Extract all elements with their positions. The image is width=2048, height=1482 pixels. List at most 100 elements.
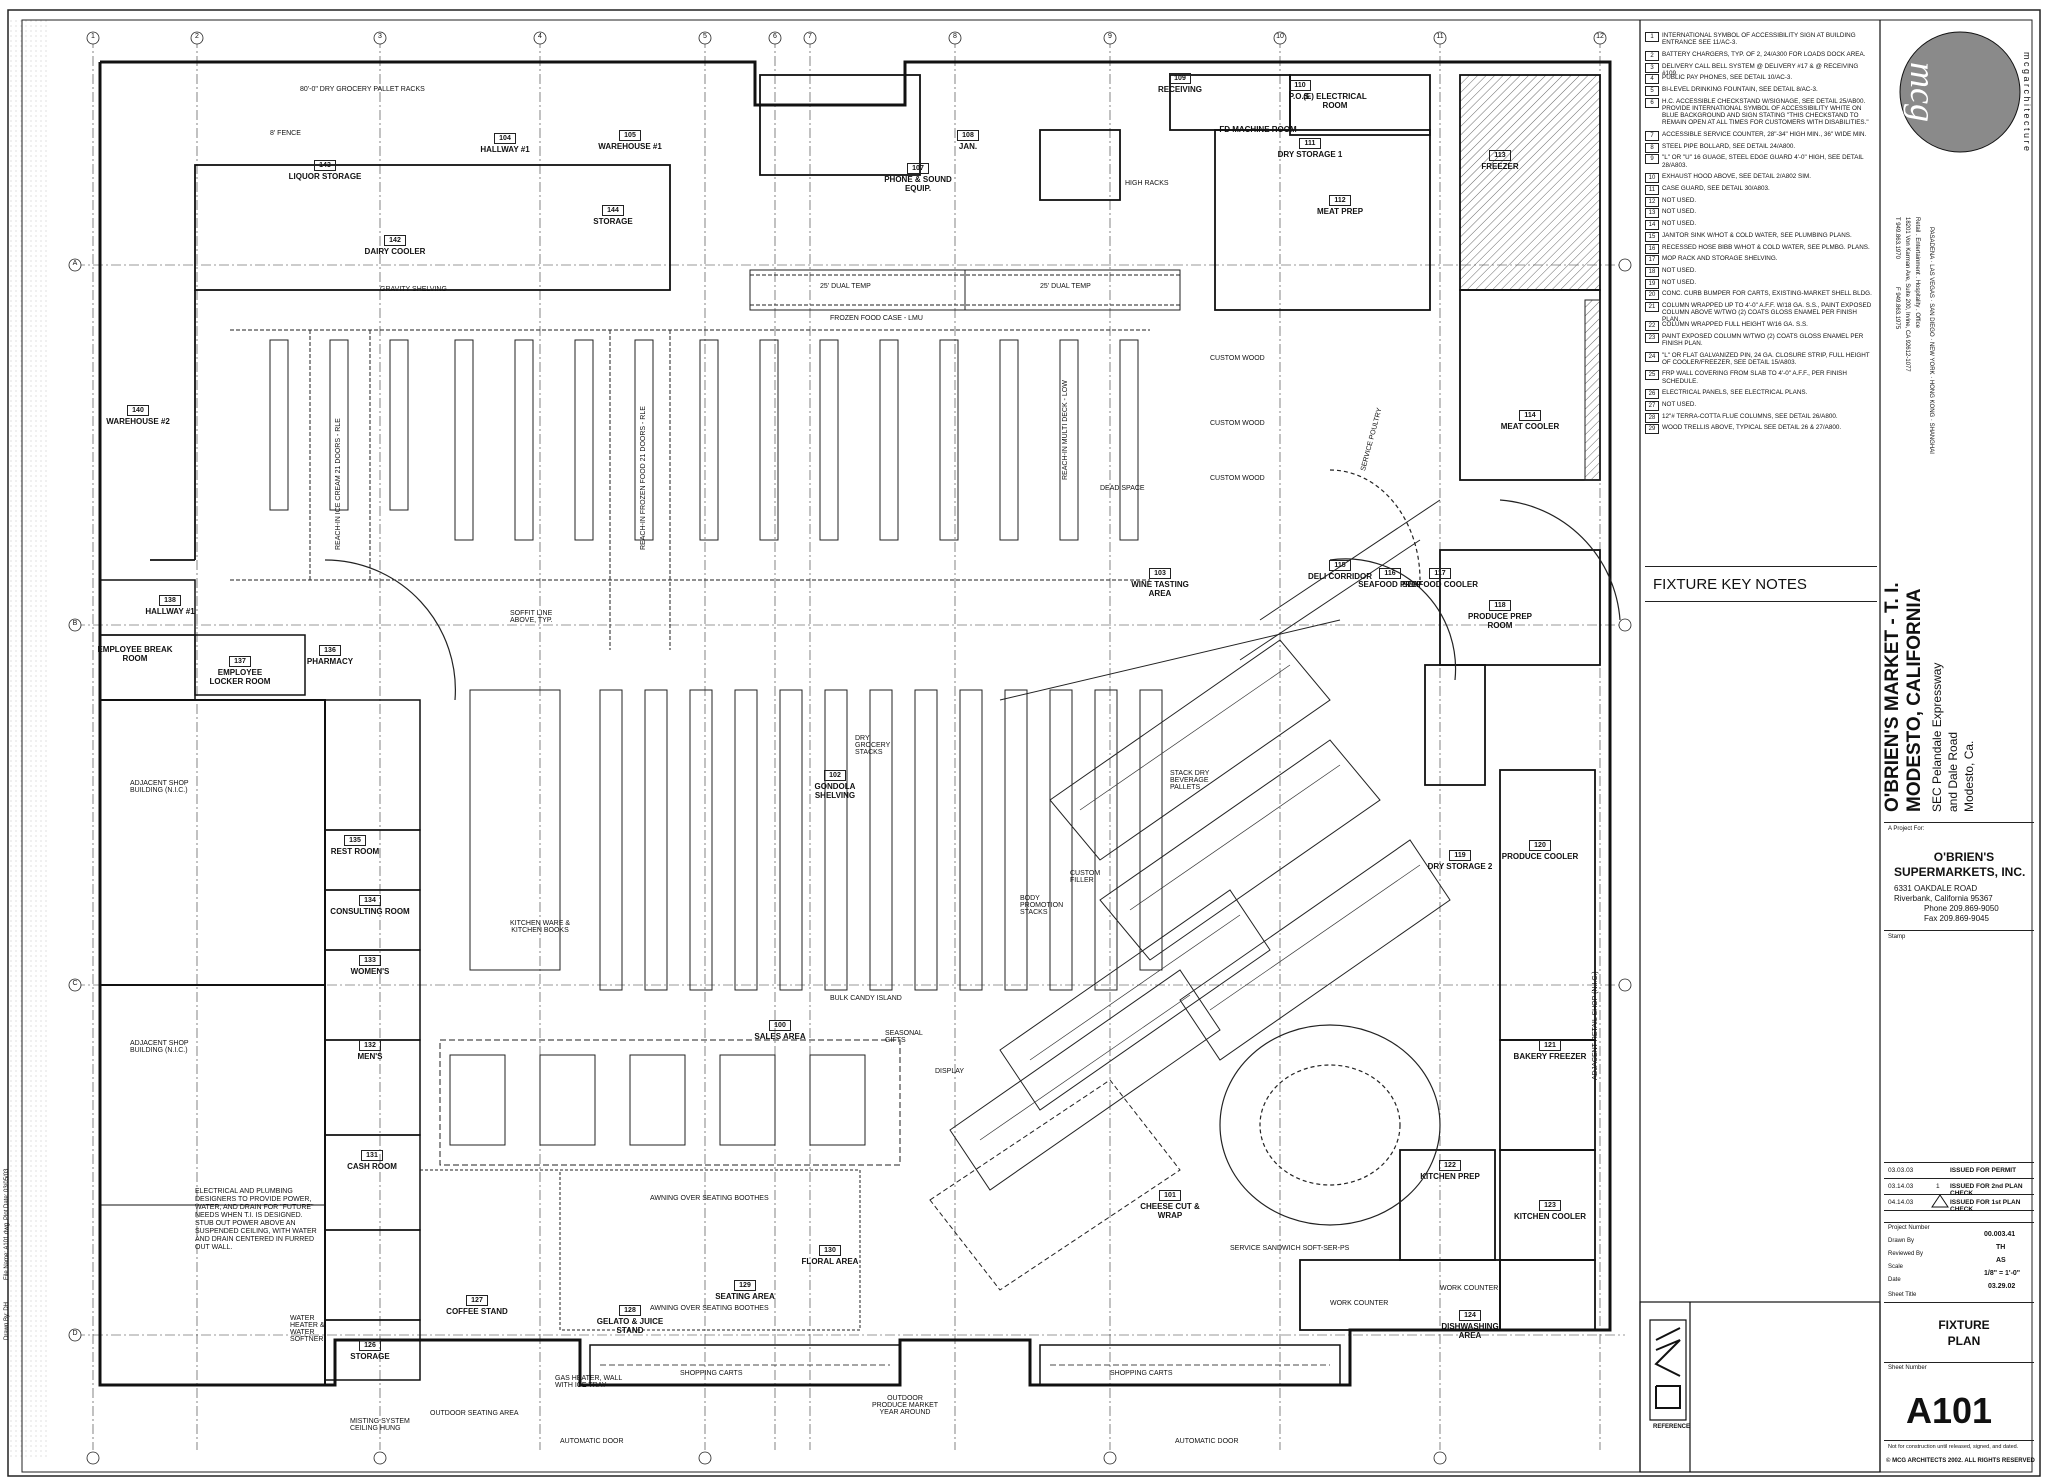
room-name: DRY STORAGE 1 bbox=[1277, 150, 1343, 159]
sheet-title-label: Sheet Title bbox=[1888, 1292, 1917, 1298]
room-number: 114 bbox=[1519, 410, 1541, 421]
grid-label-top: 1 bbox=[91, 33, 95, 40]
grid-label-side: C bbox=[72, 980, 78, 987]
north-arrow-icon bbox=[1649, 1319, 1687, 1421]
plan-label-adjacent-shop-1: ADJACENT SHOP BUILDING (N.I.C.) bbox=[130, 780, 189, 794]
client-name-1: O'BRIEN'S bbox=[1933, 850, 1995, 864]
plan-label-dual-temp-1: 25' DUAL TEMP bbox=[820, 283, 871, 290]
key-note-text: RECESSED HOSE BIBB W/HOT & COLD WATER, S… bbox=[1662, 243, 1870, 251]
room-name: HALLWAY #1 bbox=[480, 145, 530, 154]
key-note-number: 17 bbox=[1645, 255, 1659, 266]
key-note-text: CASE GUARD, SEE DETAIL 30/A803. bbox=[1662, 185, 1770, 192]
key-note-text: H.C. ACCESSIBLE CHECKSTAND W/SIGNAGE, SE… bbox=[1662, 97, 1869, 127]
key-note-number: 19 bbox=[1645, 278, 1659, 289]
revision-description: ISSUED FOR 1st PLAN CHECK bbox=[1950, 1199, 2021, 1213]
plan-label-soffit-line: SOFFIT LINE ABOVE, TYP. bbox=[510, 610, 553, 624]
plan-label-seasonal-gifts: SEASONAL GIFTS bbox=[885, 1030, 923, 1044]
plan-label-electrical-note: ELECTRICAL AND PLUMBING DESIGNERS TO PRO… bbox=[195, 1188, 317, 1251]
key-note-text: COLUMN WRAPPED UP TO 4'-0" A.F.F. W/18 G… bbox=[1662, 302, 1872, 324]
office-4: HONG KONG bbox=[1928, 379, 1934, 418]
room-number: 107 bbox=[907, 163, 929, 174]
room-name: CONSULTING ROOM bbox=[330, 907, 410, 916]
key-note-number: 1 bbox=[1645, 32, 1659, 42]
key-note-number: 28 bbox=[1645, 412, 1659, 423]
drawn-by-value: TH bbox=[1996, 1244, 2006, 1251]
plan-label-custom-wood-1: CUSTOM WOOD bbox=[1210, 355, 1265, 362]
key-note-text: NOT USED. bbox=[1662, 208, 1697, 216]
key-note-number: 23 bbox=[1645, 332, 1659, 343]
client-phone: Phone 209.869-9050 bbox=[1924, 904, 1999, 913]
key-note-number: 9 bbox=[1645, 154, 1659, 165]
plan-label-awning-1: AWNING OVER SEATING BOOTHES bbox=[650, 1305, 769, 1312]
plan-label-display: DISPLAY bbox=[935, 1068, 965, 1075]
revision-triangle-icon bbox=[1931, 1194, 1949, 1208]
plan-label-work-counter-1: WORK COUNTER bbox=[1330, 1300, 1389, 1307]
plan-label-dual-temp-2: 25' DUAL TEMP bbox=[1040, 283, 1091, 290]
grid-label-top: 8 bbox=[953, 33, 957, 40]
room-name: WAREHOUSE #1 bbox=[598, 142, 662, 151]
room-name: FD MACHINE ROOM bbox=[1219, 125, 1297, 134]
plan-label-awning-2: AWNING OVER SEATING BOOTHES bbox=[650, 1195, 769, 1202]
room-label: EMPLOYEE BREAK ROOM bbox=[95, 645, 175, 663]
room-name: MEN'S bbox=[357, 1052, 383, 1061]
diagonal-fixtures bbox=[929, 499, 1451, 1291]
mcg-logo-icon bbox=[1899, 31, 2021, 153]
room-label: (E) ELECTRICAL ROOM bbox=[1295, 92, 1375, 110]
room-number: 120 bbox=[1529, 840, 1551, 851]
plan-label-reach-in-multi: REACH-IN MULTI DECK - LOW bbox=[1062, 380, 1069, 480]
room-name: SALES AREA bbox=[754, 1032, 806, 1041]
firm-name: m c g a r c h i t e c t u r e bbox=[2022, 52, 2032, 152]
firm-fax: F 949.863.1975 bbox=[1894, 287, 1900, 330]
room-name: STORAGE bbox=[350, 1352, 390, 1361]
plan-label-water-heater: WATER HEATER & WATER SOFTNER bbox=[290, 1315, 325, 1343]
plan-label-stack-dry-bev: STACK DRY BEVERAGE PALLETS bbox=[1170, 770, 1210, 791]
project-number: 00.003.41 bbox=[1984, 1231, 2016, 1238]
office-2: SAN DIEGO bbox=[1928, 303, 1934, 337]
plan-label-service-sandwich: SERVICE SANDWICH SOFT-SER-PS bbox=[1230, 1245, 1350, 1252]
room-number: 128 bbox=[619, 1305, 641, 1316]
room-number: 130 bbox=[819, 1245, 841, 1256]
key-note-number: 22 bbox=[1645, 320, 1659, 331]
key-note-number: 4 bbox=[1645, 74, 1659, 85]
room-number: 123 bbox=[1539, 1200, 1561, 1211]
key-note-number: 26 bbox=[1645, 389, 1659, 400]
room-number: 129 bbox=[734, 1280, 756, 1291]
key-note-text: MOP RACK AND STORAGE SHELVING. bbox=[1662, 255, 1778, 263]
gondola-shelving-north bbox=[269, 339, 1139, 541]
room-name: GELATO & JUICE STAND bbox=[596, 1317, 664, 1335]
room-number: 131 bbox=[361, 1150, 383, 1161]
room-name: WAREHOUSE #2 bbox=[106, 417, 170, 426]
disclaimer: Not for construction until released, sig… bbox=[1888, 1444, 2019, 1450]
storefront-entries bbox=[589, 1344, 1341, 1386]
key-note-number: 20 bbox=[1645, 290, 1659, 301]
key-note-number: 25 bbox=[1645, 370, 1659, 381]
logo-letters: mcg bbox=[1903, 62, 1943, 122]
room-number: 122 bbox=[1439, 1160, 1461, 1171]
plan-label-gravity-shelving: GRAVITY SHELVING bbox=[380, 286, 447, 293]
left-boh-walls bbox=[99, 579, 421, 1381]
room-number: 138 bbox=[159, 595, 181, 606]
room-number: 117 bbox=[1429, 568, 1451, 579]
room-name: PRODUCE COOLER bbox=[1501, 852, 1579, 861]
room-name: BAKERY FREEZER bbox=[1513, 1052, 1587, 1061]
title-block: mcg m c g a r c h i t e c t u r e PASADE… bbox=[1882, 22, 2035, 1472]
room-number: 111 bbox=[1299, 138, 1321, 149]
key-note-text: BI-LEVEL DRINKING FOUNTAIN, SEE DETAIL 8… bbox=[1662, 86, 1818, 93]
project-title-2: MODESTO, CALIFORNIA bbox=[1904, 588, 1925, 812]
room-name: KITCHEN COOLER bbox=[1514, 1212, 1586, 1221]
room-name: EMPLOYEE LOCKER ROOM bbox=[209, 668, 271, 686]
key-note-number: 24 bbox=[1645, 351, 1659, 362]
room-name: COFFEE STAND bbox=[446, 1307, 508, 1316]
